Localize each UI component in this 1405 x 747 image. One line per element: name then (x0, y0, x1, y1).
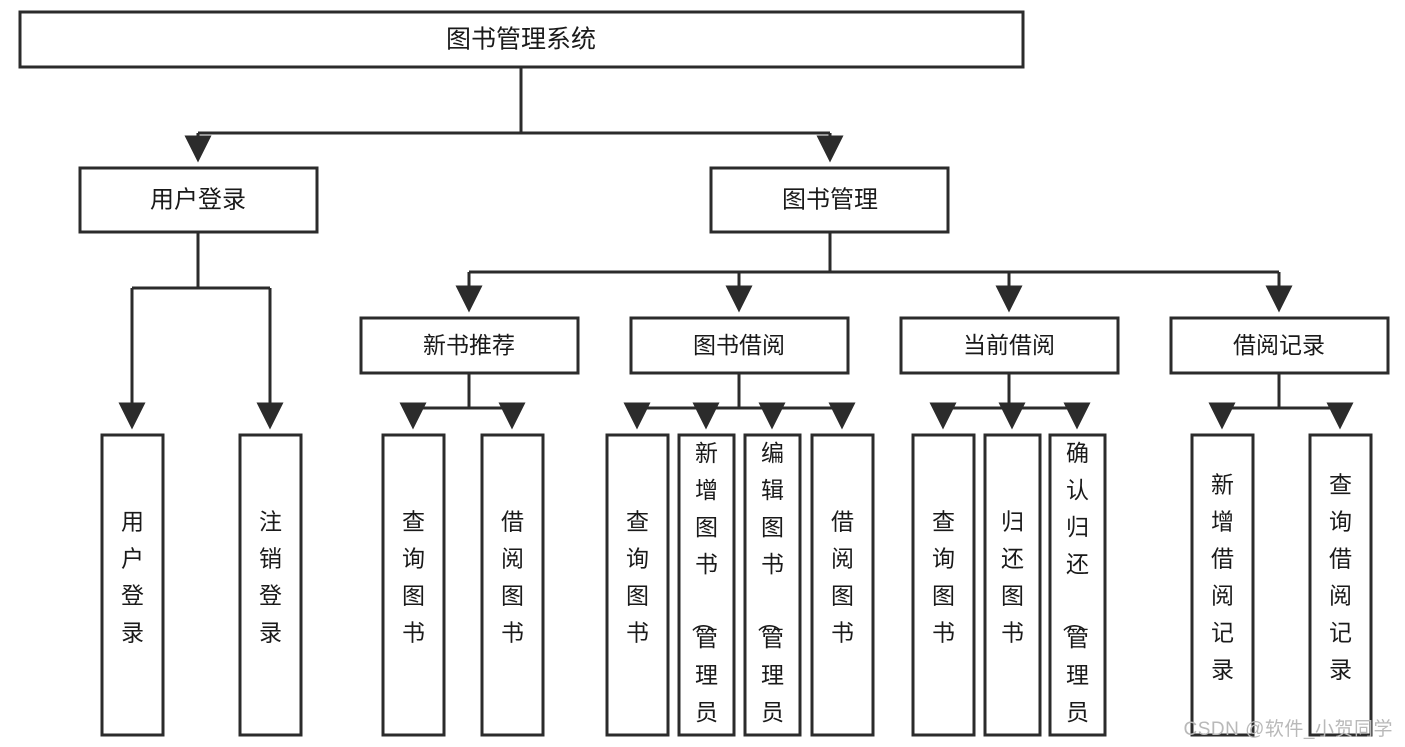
node-current-borrow[interactable]: 当前借阅 (899, 316, 1120, 375)
node-book-borrow[interactable]: 图书借阅 (629, 316, 850, 375)
node-new-book-rec[interactable]: 新书推荐 (359, 316, 580, 375)
leaf-borrow-book-1-box[interactable] (480, 433, 545, 737)
leaf-edit-book-box[interactable] (743, 433, 802, 737)
node-book-manage[interactable]: 图书管理 (709, 166, 950, 234)
leaf-node-leaf-query-record[interactable]: 查询借阅记录 (1308, 433, 1373, 737)
leaf-add-record-box[interactable] (1190, 433, 1255, 737)
leaf-borrow-book-1-label: 借阅图书 (501, 509, 524, 646)
leaf-edit-book-label: 编辑图书（管理员） (756, 440, 784, 747)
leaf-node-leaf-add-book[interactable]: 新增图书（管理员） (677, 433, 736, 747)
leaf-node-leaf-edit-book[interactable]: 编辑图书（管理员） (743, 433, 802, 747)
leaf-node-leaf-query-book-2[interactable]: 查询图书 (605, 433, 670, 737)
leaf-node-leaf-query-book-1[interactable]: 查询图书 (381, 433, 446, 737)
leaf-node-leaf-borrow-book-1[interactable]: 借阅图书 (480, 433, 545, 737)
leaf-user-login-label: 用户登录 (121, 509, 144, 646)
leaf-node-leaf-borrow-book-2[interactable]: 借阅图书 (810, 433, 875, 737)
user-login-box[interactable] (78, 166, 319, 234)
leaf-user-login-box[interactable] (100, 433, 165, 737)
current-borrow-label: 当前借阅 (963, 332, 1055, 358)
book-borrow-label: 图书借阅 (693, 332, 785, 358)
leaf-layer: 用户登录 注销登录 查询图书 借阅图书 查询图书 新增图书（管理员） 编辑图书（管理员） 借阅… (100, 433, 1373, 747)
leaf-borrow-book-2-label: 借阅图书 (831, 509, 854, 646)
leaf-node-leaf-logout[interactable]: 注销登录 (238, 433, 303, 737)
root-box[interactable] (18, 10, 1025, 69)
leaf-query-book-2-box[interactable] (605, 433, 670, 737)
leaf-logout-label: 注销登录 (259, 509, 282, 646)
leaf-confirm-return-box[interactable] (1048, 433, 1107, 737)
new-book-rec-label: 新书推荐 (423, 332, 515, 358)
leaf-query-record-label: 查询借阅记录 (1329, 472, 1352, 683)
leaf-node-leaf-query-book-3[interactable]: 查询图书 (911, 433, 976, 737)
new-book-rec-box[interactable] (359, 316, 580, 375)
leaf-node-leaf-confirm-return[interactable]: 确认归还（管理员） (1048, 433, 1107, 747)
leaf-add-record-label: 新增借阅记录 (1211, 472, 1234, 683)
node-user-login[interactable]: 用户登录 (78, 166, 319, 234)
leaf-return-book-label: 归还图书 (1001, 509, 1024, 646)
leaf-query-book-1-label: 查询图书 (402, 509, 425, 646)
leaf-logout-box[interactable] (238, 433, 303, 737)
leaf-confirm-return-label: 确认归还（管理员） (1061, 440, 1089, 747)
current-borrow-box[interactable] (899, 316, 1120, 375)
leaf-query-book-1-box[interactable] (381, 433, 446, 737)
leaf-node-leaf-add-record[interactable]: 新增借阅记录 (1190, 433, 1255, 737)
connector-layer (118, 67, 1354, 430)
leaf-query-book-2-label: 查询图书 (626, 509, 649, 646)
leaf-query-record-box[interactable] (1308, 433, 1373, 737)
leaf-query-book-3-label: 查询图书 (932, 509, 955, 646)
leaf-node-leaf-return-book[interactable]: 归还图书 (983, 433, 1042, 737)
leaf-add-book-box[interactable] (677, 433, 736, 737)
book-manage-box[interactable] (709, 166, 950, 234)
node-borrow-record[interactable]: 借阅记录 (1169, 316, 1390, 375)
leaf-node-leaf-user-login[interactable]: 用户登录 (100, 433, 165, 737)
leaf-query-book-3-box[interactable] (911, 433, 976, 737)
book-manage-label: 图书管理 (782, 186, 878, 213)
book-borrow-box[interactable] (629, 316, 850, 375)
node-root[interactable]: 图书管理系统 (18, 10, 1025, 69)
borrow-record-label: 借阅记录 (1233, 332, 1325, 358)
leaf-add-book-label: 新增图书（管理员） (690, 440, 718, 747)
borrow-record-box[interactable] (1169, 316, 1390, 375)
leaf-return-book-box[interactable] (983, 433, 1042, 737)
user-login-label: 用户登录 (150, 186, 246, 213)
leaf-borrow-book-2-box[interactable] (810, 433, 875, 737)
root-label: 图书管理系统 (446, 26, 596, 54)
